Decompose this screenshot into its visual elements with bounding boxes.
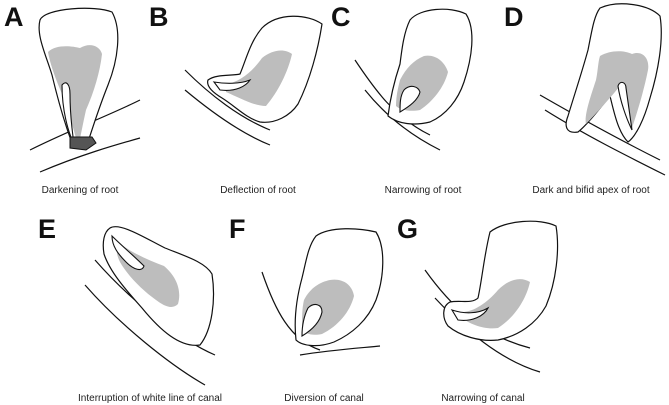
caption-e: Interruption of white line of canal (78, 393, 222, 404)
panel-letter-g: G (397, 214, 419, 244)
caption-b: Deflection of root (220, 185, 296, 196)
panel-letter-c: C (331, 2, 351, 32)
panel-a-drawing (29, 7, 141, 173)
caption-d: Dark and bifid apex of root (532, 185, 650, 196)
panel-f-drawing (261, 228, 384, 356)
panel-g-drawing (424, 220, 559, 373)
caption-f: Diversion of canal (284, 393, 364, 404)
panel-b-drawing (184, 15, 323, 146)
panel-letter-f: F (229, 214, 246, 244)
caption-g: Narrowing of canal (441, 393, 525, 404)
panel-letter-d: D (504, 2, 524, 32)
panel-letter-b: B (149, 2, 169, 32)
caption-c: Narrowing of root (384, 185, 462, 196)
panel-letter-a: A (4, 2, 24, 32)
panel-c-drawing (354, 8, 473, 151)
panel-letter-e: E (38, 214, 57, 244)
panel-d-drawing (539, 3, 666, 176)
caption-a: Darkening of root (41, 185, 119, 196)
panel-e-drawing (84, 226, 216, 386)
